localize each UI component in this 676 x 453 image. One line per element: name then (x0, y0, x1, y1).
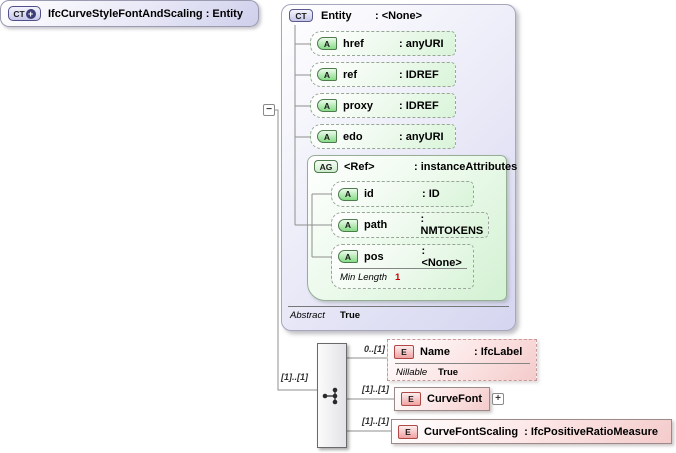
attribute-path[interactable]: A path : NMTOKENS (331, 212, 489, 238)
element-icon: E (398, 424, 418, 439)
min-length-facet: Min Length 1 (338, 271, 468, 283)
badge-text: CT (13, 8, 25, 19)
expand-toggle[interactable]: + (492, 393, 504, 405)
attribute-pos[interactable]: A pos : <None> Min Length 1 (331, 244, 474, 289)
element-name-label: CurveFontScaling (424, 425, 519, 438)
attribute-icon: A (317, 99, 337, 112)
attribute-icon: A (338, 187, 358, 201)
entity-type: : <None> (375, 9, 423, 22)
facet-separator (395, 363, 530, 364)
element-name-label: CurveFont (427, 393, 482, 405)
element-curvefont[interactable]: E CurveFont (394, 387, 490, 411)
attribute-type: : <None> (421, 244, 462, 269)
root-type-node[interactable]: CT + IfcCurveStyleFontAndScaling : Entit… (0, 0, 259, 27)
attribute-edo[interactable]: A edo : anyURI (310, 124, 456, 149)
element-type: : IfcPositiveRatioMeasure (524, 425, 658, 438)
facet-separator (339, 268, 467, 269)
plus-circle-icon: + (25, 8, 36, 19)
attribute-type: : anyURI (399, 130, 444, 143)
attribute-name: id (364, 188, 374, 200)
attribute-icon: A (317, 68, 337, 81)
root-type-label: IfcCurveStyleFontAndScaling : Entity (48, 7, 243, 20)
attribute-icon: A (338, 218, 358, 232)
attribute-icon: A (317, 37, 337, 50)
attribute-id[interactable]: A id : ID (331, 181, 474, 207)
complex-type-plus-icon: CT + (8, 6, 41, 21)
attribute-type: : IDREF (399, 99, 439, 112)
nillable-facet: Nillable True (394, 366, 531, 378)
facet-value: True (438, 367, 459, 378)
attribute-group-name: <Ref> (344, 160, 375, 173)
abstract-facet: Abstract True (290, 310, 360, 321)
attribute-icon: A (338, 250, 358, 263)
attribute-name: edo (343, 130, 363, 143)
attribute-type: : anyURI (399, 37, 444, 50)
sequence-icon (322, 387, 338, 405)
element-icon: E (401, 392, 421, 406)
element-curvefontscaling[interactable]: E CurveFontScaling : IfcPositiveRatioMea… (391, 419, 672, 444)
facet-value: True (340, 310, 361, 321)
cardinality-label: [1]..[1] (362, 416, 389, 426)
entity-footer-separator (288, 306, 509, 307)
attribute-icon: A (317, 130, 337, 143)
attribute-group-header: AG <Ref> : instanceAttributes (314, 160, 517, 173)
element-icon: E (394, 345, 414, 359)
cardinality-label: [1]..[1] (281, 372, 308, 382)
attribute-ref[interactable]: A ref : IDREF (310, 62, 456, 87)
attribute-name: href (343, 37, 364, 50)
entity-title: CT Entity : <None> (289, 9, 422, 22)
sequence-compositor[interactable] (317, 343, 347, 448)
attribute-name: proxy (343, 99, 373, 112)
collapse-toggle[interactable]: − (263, 104, 275, 116)
attribute-proxy[interactable]: A proxy : IDREF (310, 93, 456, 118)
attribute-group-type: : instanceAttributes (414, 160, 518, 173)
facet-label: Nillable (396, 367, 428, 378)
attribute-type: : NMTOKENS (420, 213, 484, 237)
attribute-name: path (364, 219, 388, 231)
attribute-href[interactable]: A href : anyURI (310, 31, 456, 56)
element-type: : IfcLabel (474, 346, 523, 358)
cardinality-label: [1]..[1] (362, 384, 389, 394)
element-name[interactable]: E Name : IfcLabel Nillable True (387, 339, 537, 381)
attribute-name: pos (364, 250, 384, 263)
attribute-type: : ID (422, 188, 440, 200)
element-name-label: Name (420, 346, 450, 358)
facet-label: Min Length (340, 272, 388, 283)
cardinality-label: 0..[1] (363, 344, 385, 354)
attribute-name: ref (343, 68, 358, 81)
attribute-type: : IDREF (399, 68, 439, 81)
attribute-group-icon: AG (314, 160, 338, 173)
entity-name: Entity (321, 9, 352, 22)
facet-label: Abstract (290, 310, 325, 321)
complex-type-icon: CT (289, 9, 313, 22)
facet-value: 1 (395, 272, 401, 283)
